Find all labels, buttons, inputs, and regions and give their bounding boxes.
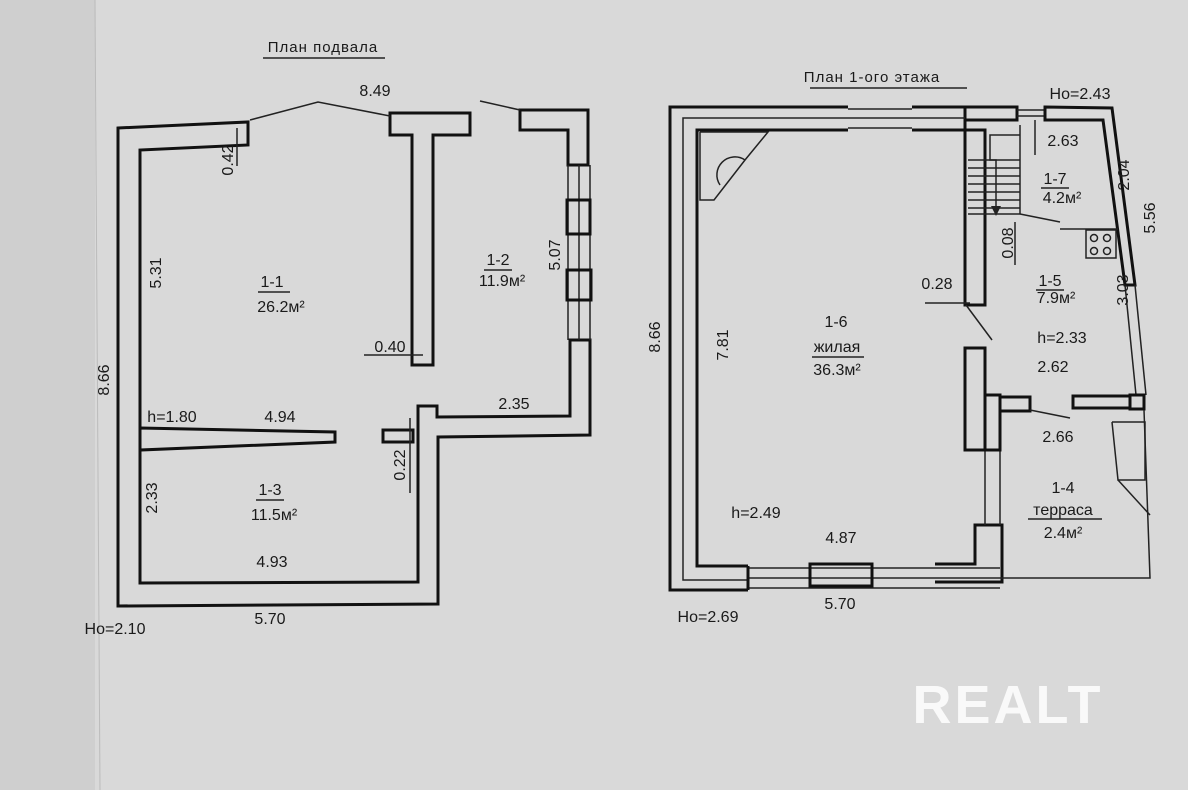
room-1-2-label: 1-2 11.9м² [479, 252, 526, 290]
room-1-4-label: 1-4 терраса 2.4м² [1028, 480, 1102, 542]
svg-text:4.2м²: 4.2м² [1043, 190, 1082, 207]
room-1-1-label: 1-1 26.2м² [257, 274, 305, 316]
dim-label: 8.66 [647, 321, 664, 352]
dim-label: 5.70 [254, 611, 285, 628]
dim-label: 2.33 [144, 482, 161, 513]
dim-label: 2.62 [1037, 359, 1068, 376]
dim-label: 8.66 [96, 364, 113, 395]
svg-text:36.3м²: 36.3м² [813, 362, 861, 379]
dim-label: 5.70 [824, 596, 855, 613]
dim-label: 0.22 [392, 449, 409, 480]
svg-text:терраса: терраса [1033, 502, 1093, 519]
watermark-logo: REALT [913, 675, 1104, 735]
room-1-6-label: 1-6 жилая 36.3м² [812, 314, 864, 379]
dim-label: 0.42 [220, 144, 237, 175]
first-floor-plan: План 1-ого этажа [647, 69, 1159, 626]
dim-label: 4.93 [256, 554, 287, 571]
basement-partition [138, 426, 337, 452]
dim-label: 0.28 [921, 276, 952, 293]
stove-icon [1085, 229, 1117, 259]
svg-text:1-4: 1-4 [1051, 480, 1074, 497]
dim-label: 5.07 [547, 239, 564, 270]
fireplace-icon [699, 131, 770, 201]
dim-label: 3.03 [1115, 274, 1132, 305]
svg-text:1-6: 1-6 [824, 314, 847, 331]
ground-level-label: Hо=2.43 [1050, 86, 1111, 103]
basement-outer-wall [116, 120, 592, 608]
basement-stub-wall [381, 428, 415, 444]
first-floor-title: План 1-ого этажа [804, 69, 940, 86]
height-label: h=2.33 [1037, 330, 1086, 347]
svg-text:1-5: 1-5 [1038, 273, 1061, 290]
ground-level-label: Hо=2.10 [85, 621, 146, 638]
svg-text:жилая: жилая [814, 339, 861, 356]
svg-text:1-2: 1-2 [486, 252, 509, 269]
right-section-walls [965, 105, 1151, 579]
dim-label: 5.56 [1142, 202, 1159, 233]
room-1-7-label: 1-7 4.2м² [1041, 171, 1082, 207]
basement-door-line [249, 101, 391, 121]
dim-label: 2.04 [1116, 159, 1133, 190]
dim-label: 2.35 [498, 396, 529, 413]
dim-label: 5.31 [148, 257, 165, 288]
dim-label: 2.66 [1042, 429, 1073, 446]
staircase [968, 120, 1061, 223]
room-1-3-label: 1-3 11.5м² [251, 482, 298, 524]
room-1-5-label: 1-5 7.9м² [1036, 273, 1076, 307]
dim-label: 7.81 [715, 329, 732, 360]
svg-text:1-3: 1-3 [258, 482, 281, 499]
svg-text:1-1: 1-1 [260, 274, 283, 291]
dim-label: 4.87 [825, 530, 856, 547]
basement-title: План подвала [268, 39, 378, 56]
basement-plan: План подвала 8.49 0.42 5.31 0.40 5.07 8.… [85, 39, 593, 638]
dim-label: 8.49 [359, 83, 390, 100]
svg-text:7.9м²: 7.9м² [1037, 290, 1076, 307]
basement-t-wall [388, 111, 472, 367]
dim-label: 0.08 [1000, 227, 1017, 258]
dim-label: 0.40 [374, 339, 405, 356]
svg-text:26.2м²: 26.2м² [257, 299, 305, 316]
height-label: h=1.80 [147, 409, 196, 426]
svg-text:1-7: 1-7 [1043, 171, 1066, 188]
stair-arrow-icon [991, 206, 1001, 216]
dim-label: 2.63 [1047, 133, 1078, 150]
basement-window-column [565, 165, 593, 340]
svg-text:11.5м²: 11.5м² [251, 507, 298, 524]
svg-text:11.9м²: 11.9м² [479, 273, 526, 290]
height-label: h=2.49 [731, 505, 780, 522]
dim-label: 4.94 [264, 409, 295, 426]
svg-text:2.4м²: 2.4м² [1044, 525, 1083, 542]
main-room-walls [668, 105, 1032, 592]
ground-level-label: Hо=2.69 [678, 609, 739, 626]
